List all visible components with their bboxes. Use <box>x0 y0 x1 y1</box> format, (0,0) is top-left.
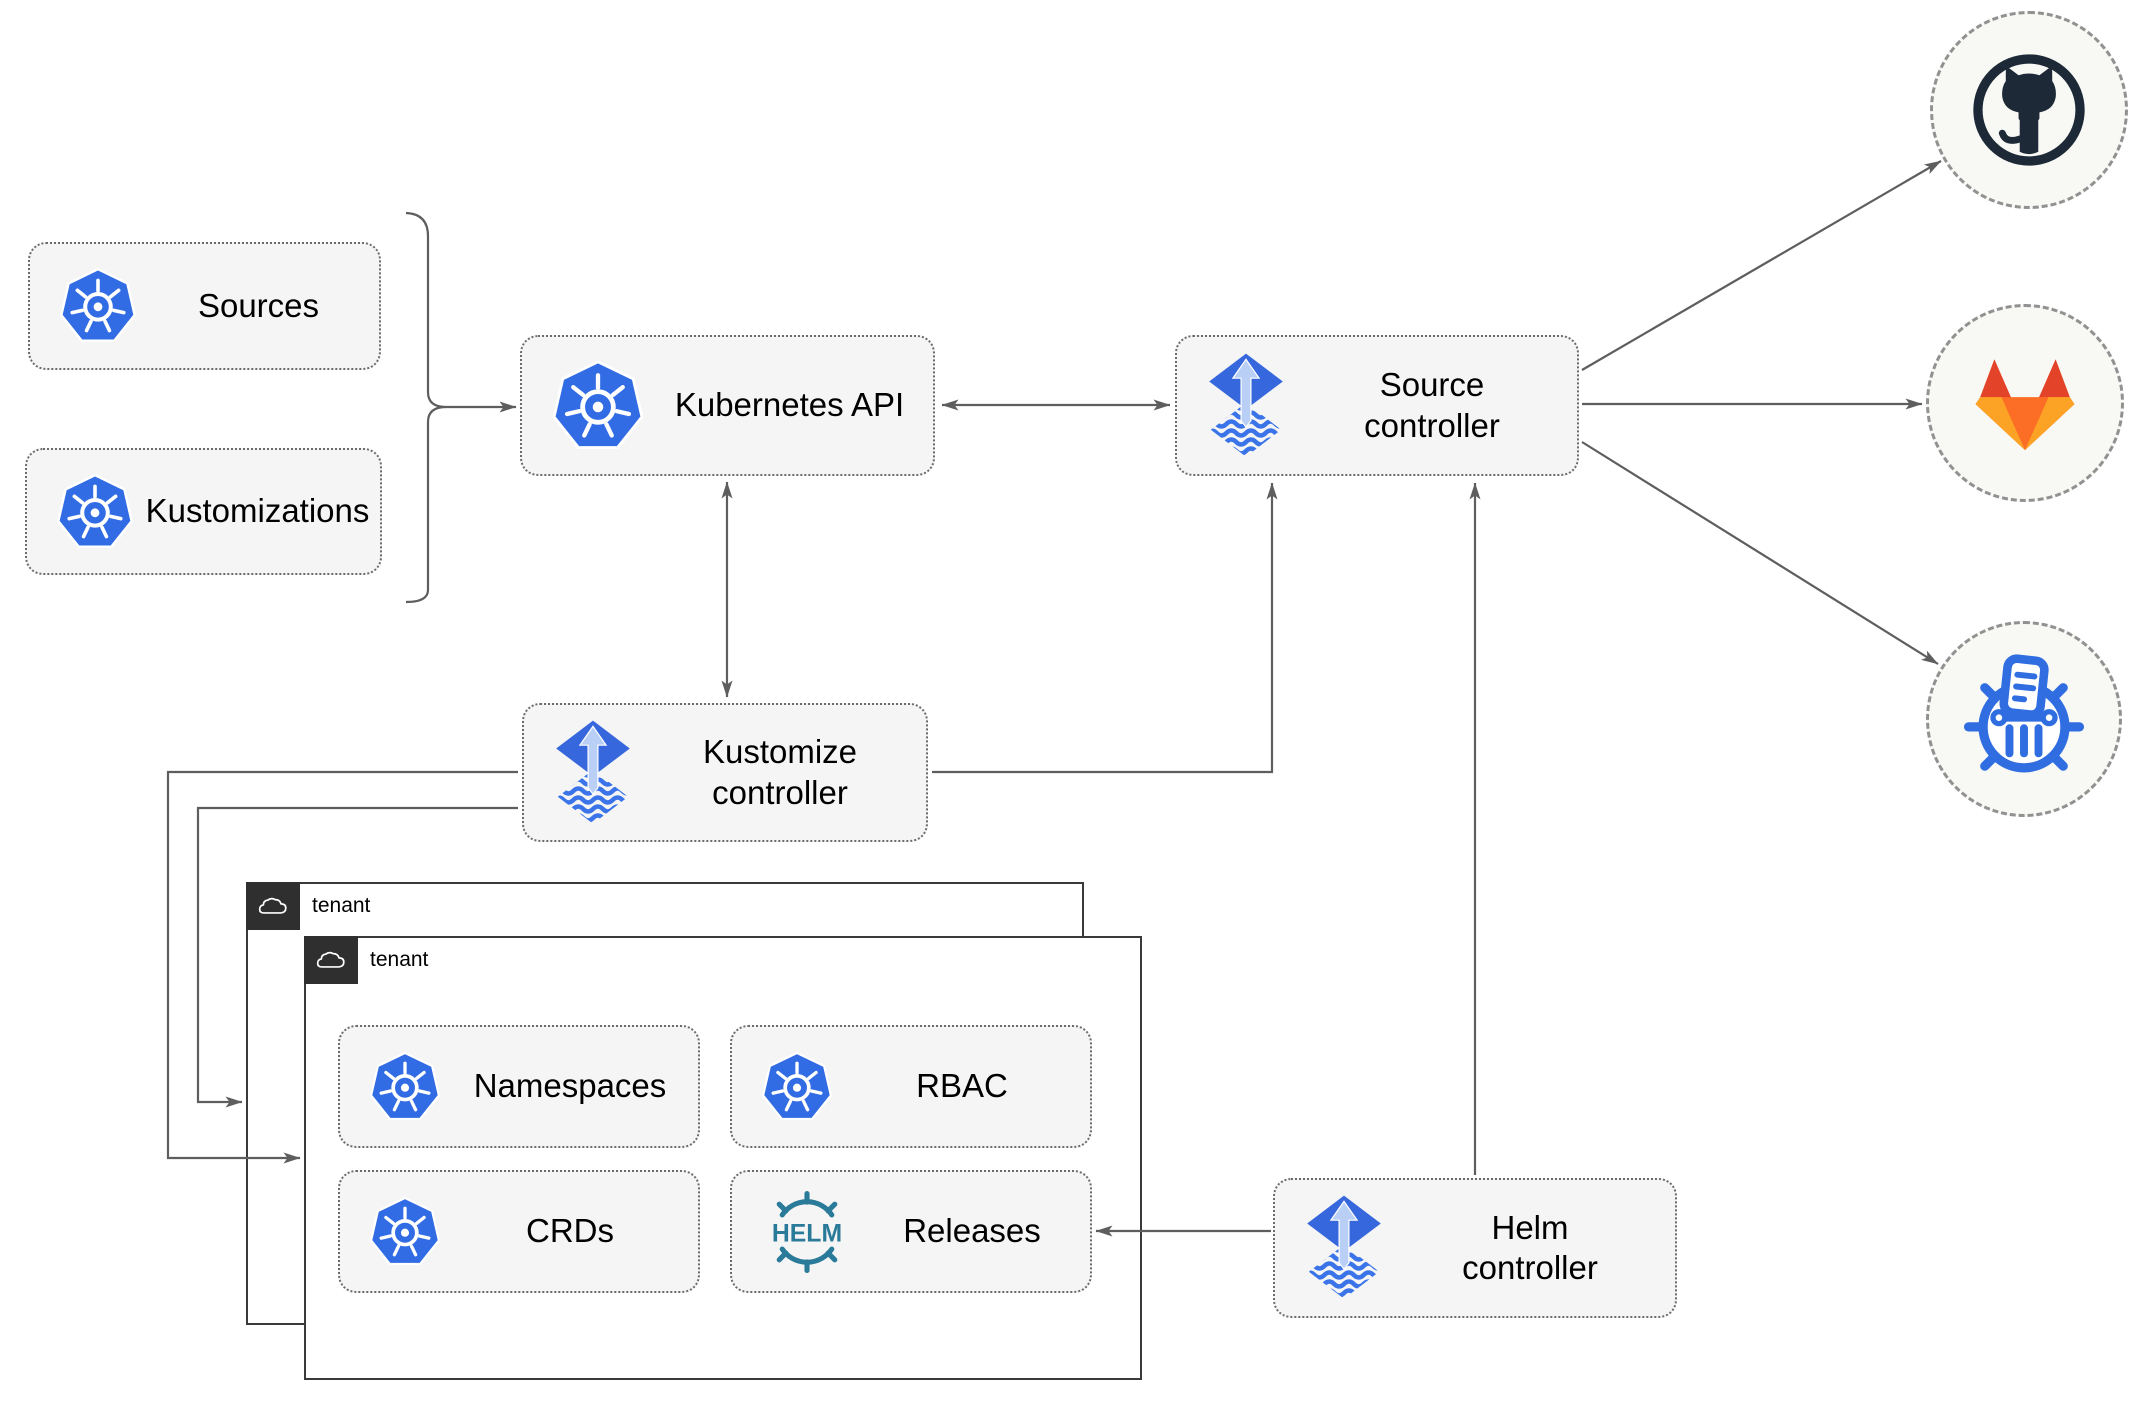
edge-kustomizectrl-sourcectrl <box>932 482 1278 774</box>
kubernetes-icon <box>55 472 135 552</box>
node-rbac-label: RBAC <box>916 1067 1008 1105</box>
brace-sources-group <box>405 211 447 604</box>
node-kustomize-controller-label: Kustomize controller <box>702 733 858 811</box>
node-kustomize-controller: Kustomize controller <box>522 703 928 842</box>
node-releases: HELM Releases <box>730 1170 1092 1293</box>
flux-icon <box>1205 352 1287 460</box>
tenant-outer-label: tenant <box>312 894 371 917</box>
github-icon <box>1971 52 2087 168</box>
node-helm-controller-label: Helm controller <box>1462 1208 1598 1286</box>
node-releases-label: Releases <box>903 1212 1041 1250</box>
gitlab-icon <box>1966 350 2084 456</box>
node-kustomizations: Kustomizations <box>25 448 382 575</box>
tenant-inner-tab <box>304 936 358 984</box>
cloud-icon <box>257 894 289 918</box>
node-kubernetes-api: Kubernetes API <box>520 335 935 476</box>
helm-icon: HELM <box>760 1189 854 1275</box>
flux-icon <box>1303 1194 1385 1302</box>
node-namespaces-label: Namespaces <box>473 1067 667 1105</box>
node-crds: CRDs <box>338 1170 700 1293</box>
chartmuseum-icon <box>1958 653 2090 785</box>
node-source-controller: Source controller <box>1175 335 1579 476</box>
tenant-inner-label: tenant <box>370 948 429 971</box>
endpoint-gitlab <box>1926 304 2124 502</box>
endpoint-chartmuseum <box>1926 621 2122 817</box>
kubernetes-icon <box>760 1050 834 1124</box>
kubernetes-icon <box>58 266 138 346</box>
node-rbac: RBAC <box>730 1025 1092 1148</box>
node-helm-controller: Helm controller <box>1273 1178 1677 1318</box>
node-sources-label: Sources <box>197 286 320 324</box>
node-crds-label: CRDs <box>526 1212 614 1250</box>
node-source-controller-label: Source controller <box>1364 366 1500 444</box>
node-kustomizations-label: Kustomizations <box>145 492 370 530</box>
node-sources: Sources <box>28 242 381 370</box>
tenant-outer-tab <box>246 882 300 930</box>
svg-text:HELM: HELM <box>772 1220 842 1247</box>
tenant-box-inner: tenant <box>304 936 1142 1380</box>
flux-icon <box>552 719 634 827</box>
edge-sourcectrl-github <box>1581 160 1942 371</box>
endpoint-github <box>1930 11 2128 209</box>
cloud-icon <box>315 948 347 972</box>
kubernetes-icon <box>550 358 646 454</box>
edge-sourcectrl-chartmuseum <box>1581 441 1939 665</box>
kubernetes-icon <box>368 1050 442 1124</box>
node-namespaces: Namespaces <box>338 1025 700 1148</box>
kubernetes-icon <box>368 1195 442 1269</box>
node-kubernetes-api-label: Kubernetes API <box>674 386 905 424</box>
